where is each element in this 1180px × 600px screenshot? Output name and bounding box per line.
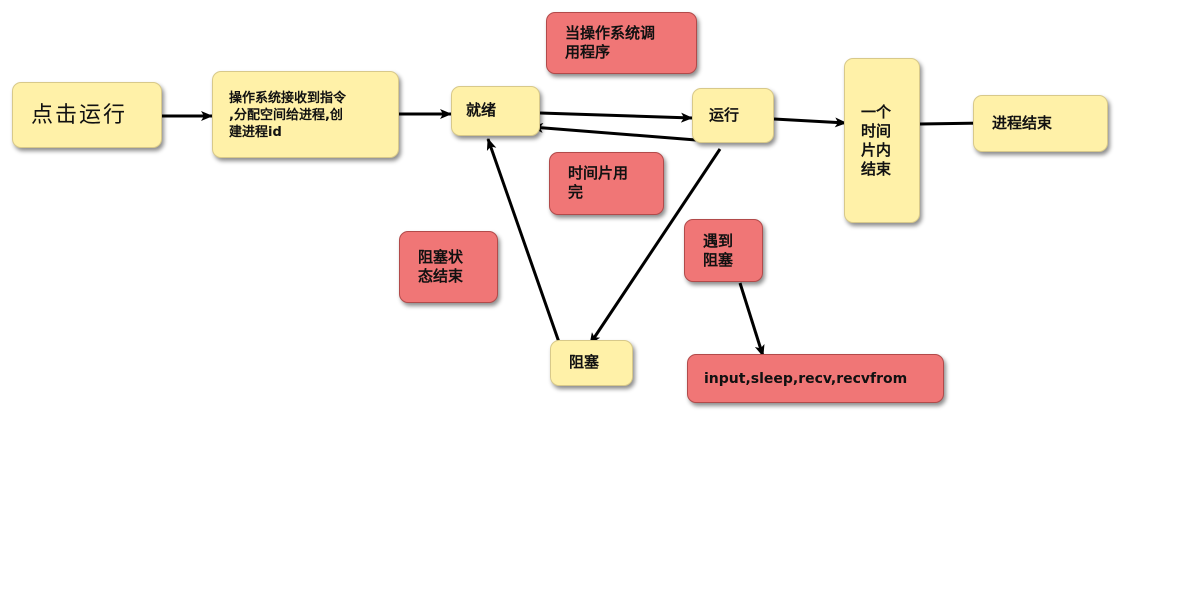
- block-examples-label: input,sleep,recv,recvfrom: [687, 354, 944, 403]
- start-node: 点击运行: [12, 82, 162, 148]
- arrow-ready-to-running: [539, 111, 693, 123]
- block-ended-label: 阻塞状 态结束: [399, 231, 498, 303]
- blocked-state-node: 阻塞: [550, 340, 633, 386]
- process-end-node: 进程结束: [973, 95, 1108, 152]
- os-call-label: 当操作系统调 用程序: [546, 12, 697, 74]
- arrow-running-to-slice-end: [773, 117, 847, 128]
- arrow-blocked-to-ready: [486, 138, 563, 349]
- time-slice-used-label: 时间片用 完: [549, 152, 664, 215]
- ready-state-node: 就绪: [451, 86, 540, 136]
- arrow-encounter-to-examples: [738, 282, 765, 357]
- encounter-block-label: 遇到 阻塞: [684, 219, 763, 282]
- arrow-running-to-blocked: [588, 148, 722, 345]
- running-state-node: 运行: [692, 88, 774, 143]
- slice-end-node: 一个 时间 片内 结束: [844, 58, 920, 223]
- os-receive-node: 操作系统接收到指令 ,分配空间给进程,创 建进程id: [212, 71, 399, 158]
- arrow-running-to-ready: [531, 122, 697, 142]
